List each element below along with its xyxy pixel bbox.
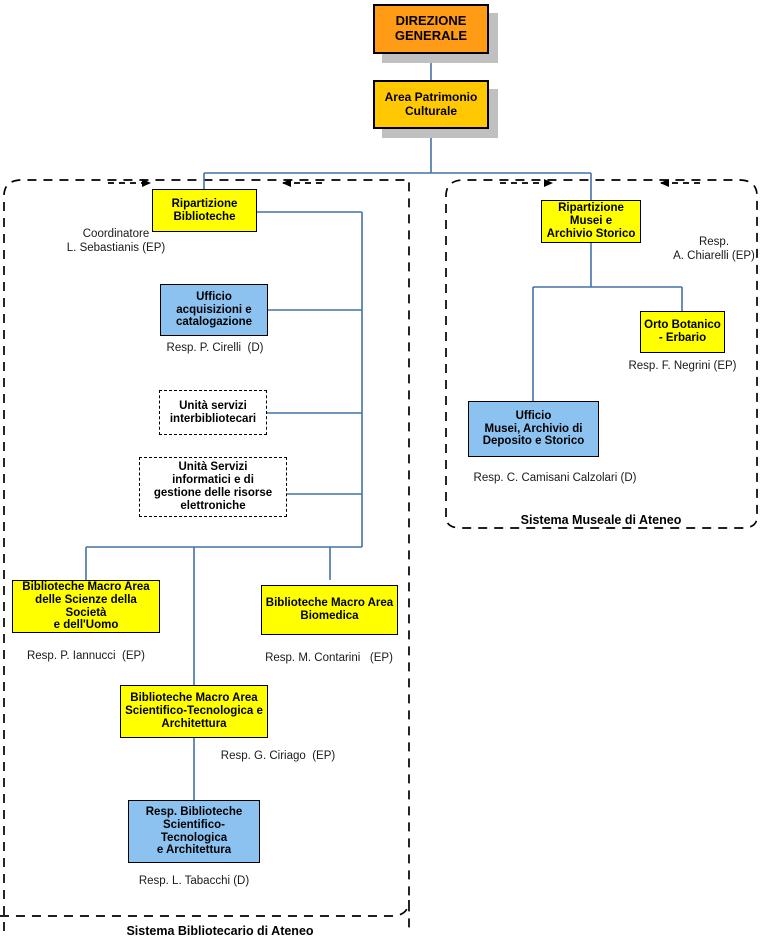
node-orto-botanico-erbario[interactable]: Orto Botanico- Erbario: [640, 311, 725, 353]
caption-resp-tabacchi: Resp. L. Tabacchi (D): [138, 875, 250, 887]
group-label-sistema-museale: Sistema Museale di Ateneo: [520, 513, 682, 527]
node-orto-botanico-label: Orto Botanico- Erbario: [644, 319, 721, 344]
caption-resp-negrini: Resp. F. Negrini (EP): [628, 360, 737, 372]
caption-resp-camisani: Resp. C. Camisani Calzolari (D): [473, 472, 637, 484]
caption-resp-ciriago: Resp. G. Ciriago (EP): [220, 750, 336, 762]
caption-resp-chiarelli: Resp.A. Chiarelli (EP): [673, 236, 755, 262]
caption-resp-cirelli: Resp. P. Cirelli (D): [166, 342, 264, 354]
caption-resp-contarini: Resp. M. Contarini (EP): [265, 652, 393, 664]
group-label-sistema-bibliotecario: Sistema Bibliotecario di Ateneo: [126, 924, 314, 938]
caption-resp-iannucci: Resp. P. Iannucci (EP): [26, 650, 146, 662]
